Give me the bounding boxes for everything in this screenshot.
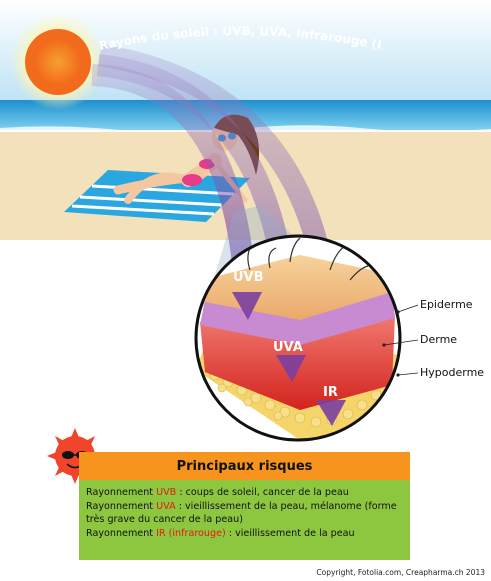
ray-arrowheads [232, 292, 346, 426]
risks-list: Rayonnement UVB : coups de soleil, cance… [79, 480, 410, 560]
risk-item-uva: Rayonnement UVA : vieillissement de la p… [86, 501, 397, 525]
ray-label-ir: IR [323, 385, 338, 400]
copyright: Copyright, Fotolia.com, Creapharma.ch 20… [316, 568, 485, 577]
risks-header: Principaux risques [79, 452, 410, 480]
layer-label-hypoderme: Hypoderme [420, 366, 484, 379]
layer-label-epiderme: Epiderme [420, 298, 473, 311]
magnifier-lens [194, 234, 402, 442]
sun-icon [10, 14, 106, 110]
layer-label-derme: Derme [420, 333, 457, 346]
risk-item-uvb: Rayonnement UVB : coups de soleil, cance… [86, 487, 349, 498]
risks-panel: Principaux risques Rayonnement UVB : cou… [79, 452, 410, 560]
ray-label-uva: UVA [273, 340, 303, 355]
ray-label-uvb: UVB [233, 270, 264, 285]
risk-item-ir: Rayonnement IR (infrarouge) : vieillisse… [86, 528, 355, 539]
